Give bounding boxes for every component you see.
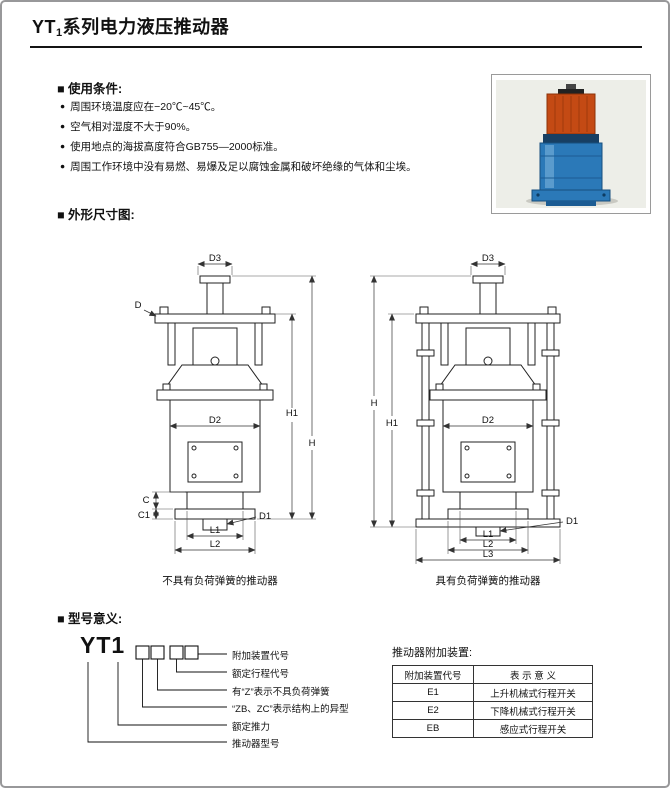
dimension-lines: D3 D H1 H D2 L1 L2 [135, 253, 316, 554]
product-photo [491, 74, 651, 214]
dim-label-h1: H1 [386, 418, 398, 429]
dim-label-l2: L2 [210, 539, 221, 550]
usage-condition-item: ●使用地点的海拔高度符合GB755—2000标准。 [60, 141, 284, 153]
usage-condition-item: ●空气相对湿度不大于90%。 [60, 121, 197, 133]
dim-label-h: H [309, 438, 316, 449]
dim-label-l1: L1 [210, 525, 221, 536]
dim-label-d2: D2 [482, 415, 494, 426]
attachment-table: 附加装置代号 表 示 意 义 E1 上升机械式行程开关 E2 下降机械式行程开关… [392, 665, 593, 738]
model-annotation: 额定行程代号 [232, 669, 290, 680]
page-title: YT1系列电力液压推动器 [32, 13, 229, 39]
model-code-boxes [135, 645, 199, 660]
thruster-outline [154, 275, 276, 531]
model-annotation: 附加装置代号 [232, 651, 290, 662]
bullet-icon: ● [60, 141, 66, 151]
thruster-photo-image [496, 80, 646, 208]
thruster-outline [415, 275, 561, 537]
model-annotation: “ZB、ZC”表示结构上的异型 [232, 704, 349, 715]
usage-condition-item: ●周围工作环境中没有易燃、易爆及足以腐蚀金属和破坏绝缘的气体和尘埃。 [60, 161, 417, 173]
attachment-meaning: 上升机械式行程开关 [473, 683, 593, 702]
model-annotation: 额定推力 [232, 722, 271, 733]
thruster-drawing-with-spring: D3 H H1 D2 L1 L2 L3 [370, 253, 578, 564]
table-row: E1 上升机械式行程开关 [392, 683, 593, 702]
drawing-caption-left: 不具有负荷弹簧的推动器 [162, 575, 278, 587]
page-title-rest: 系列电力液压推动器 [62, 17, 230, 37]
dim-label-d3: D3 [209, 253, 221, 264]
dim-label-c1: C1 [138, 510, 150, 521]
dim-label-c: C [143, 495, 150, 506]
page-title-subscript: 1 [56, 27, 63, 39]
attachment-devices-section: 推动器附加装置: 附加装置代号 表 示 意 义 E1 上升机械式行程开关 E2 … [392, 644, 597, 738]
attachment-code: E2 [392, 701, 474, 720]
dim-label-d: D [135, 300, 142, 311]
model-code: YT1 [80, 632, 126, 658]
model-annotation: 推动器型号 [232, 739, 280, 750]
title-divider [30, 46, 642, 48]
dim-label-d3: D3 [482, 253, 494, 264]
dim-label-h: H [371, 398, 378, 409]
drawing-caption-right: 具有负荷弹簧的推动器 [435, 575, 541, 587]
table-row: EB 感应式行程开关 [392, 719, 593, 738]
col-header-code: 附加装置代号 [392, 665, 474, 684]
dimension-drawing-left: D3 D H1 H D2 L1 L2 [100, 250, 340, 588]
usage-conditions-heading: ■ 使用条件: [57, 82, 123, 96]
model-meaning-heading: ■ 型号意义: [57, 612, 123, 626]
model-annotation: 有“Z”表示不具负荷弹簧 [232, 687, 330, 698]
dimension-diagram-heading: ■ 外形尺寸图: [57, 208, 135, 222]
thruster-drawing-no-spring: D3 D H1 H D2 L1 L2 [135, 253, 316, 554]
table-row: E2 下降机械式行程开关 [392, 701, 593, 720]
model-code-lines [87, 645, 227, 743]
table-header-row: 附加装置代号 表 示 意 义 [392, 665, 593, 684]
dim-label-h1: H1 [286, 408, 298, 419]
dim-label-d1: D1 [259, 511, 271, 522]
annotation-leader-lines [87, 653, 227, 743]
attachment-meaning: 下降机械式行程开关 [473, 701, 593, 720]
attachment-code: EB [392, 719, 474, 738]
bullet-icon: ● [60, 101, 66, 111]
attachment-meaning: 感应式行程开关 [473, 719, 593, 738]
usage-conditions-list: ●周围环境温度应在−20℃~45℃。 ●空气相对湿度不大于90%。 ●使用地点的… [60, 97, 417, 177]
dimension-drawing-right: D3 H H1 D2 L1 L2 L3 [358, 250, 618, 588]
col-header-meaning: 表 示 意 义 [473, 665, 593, 684]
bullet-icon: ● [60, 121, 66, 131]
bullet-icon: ● [60, 161, 66, 171]
dim-label-l2: L2 [483, 539, 494, 550]
dimension-lines: D3 H H1 D2 L1 L2 L3 [370, 253, 578, 564]
dim-label-d2: D2 [209, 415, 221, 426]
dim-label-d1: D1 [566, 516, 578, 527]
attachment-code: E1 [392, 683, 474, 702]
dim-label-l3: L3 [483, 549, 494, 560]
model-designation-diagram: YT1 附加装置代号 额定行程代号 有“Z”表示不具负荷弹簧 “ZB、ZC”表示… [62, 632, 394, 772]
dim-label-l1: L1 [483, 529, 494, 540]
page-title-prefix: YT [32, 17, 57, 37]
attachment-table-title: 推动器附加装置: [392, 647, 473, 659]
usage-condition-item: ●周围环境温度应在−20℃~45℃。 [60, 101, 222, 113]
